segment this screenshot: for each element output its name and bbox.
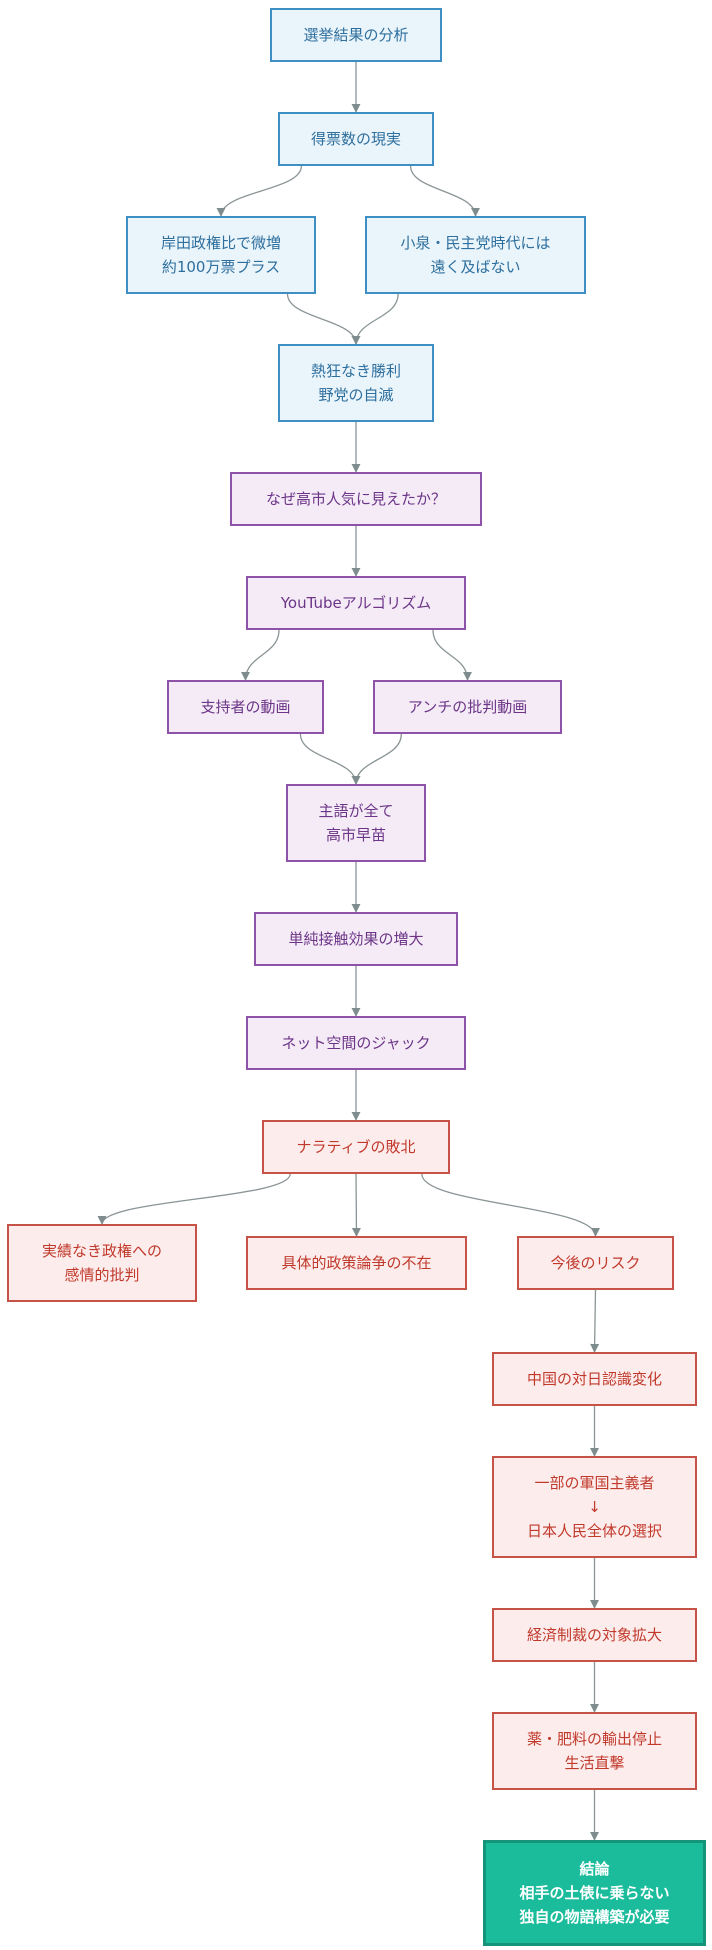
edge-n12c-n13 xyxy=(590,1289,600,1353)
node-why-popular: なぜ高市人気に見えたか？ xyxy=(230,472,482,526)
node-supporter-videos: 支持者の動画 xyxy=(167,680,324,734)
edge-n7a-n8 xyxy=(299,733,361,785)
node-mere-exposure: 単純接触効果の増大 xyxy=(254,912,458,966)
node-narrative-defeat: ナラティブの敗北 xyxy=(262,1120,450,1174)
edge-n11-n12b xyxy=(351,1173,361,1237)
edge-n6-n7a xyxy=(240,629,280,681)
node-net-hijack: ネット空間のジャック xyxy=(246,1016,466,1070)
node-youtube-algorithm: YouTubeアルゴリズム xyxy=(246,576,466,630)
node-subject-takaichi: 主語が全て 高市早苗 xyxy=(286,784,426,862)
edge-n3a-n4 xyxy=(286,293,361,345)
edge-n2-n3b xyxy=(409,165,481,217)
node-future-risk: 今後のリスク xyxy=(517,1236,674,1290)
edge-n6-n7b xyxy=(432,629,473,681)
node-militarist-to-people: 一部の軍国主義者 ↓ 日本人民全体の選択 xyxy=(492,1456,697,1558)
node-koizumi-comparison: 小泉・民主党時代には 遠く及ばない xyxy=(365,216,586,294)
node-export-stop: 薬・肥料の輸出停止 生活直撃 xyxy=(492,1712,697,1790)
node-anti-critical-videos: アンチの批判動画 xyxy=(373,680,562,734)
node-victory-without-enthusiasm: 熱狂なき勝利 野党の自滅 xyxy=(278,344,434,422)
edge-n7b-n8 xyxy=(351,733,402,785)
edge-n2-n3a xyxy=(216,165,303,217)
edge-n11-n12c xyxy=(421,1173,601,1237)
edge-n3b-n4 xyxy=(351,293,399,345)
node-election-analysis: 選挙結果の分析 xyxy=(270,8,442,62)
node-sanctions-expand: 経済制裁の対象拡大 xyxy=(492,1608,697,1662)
node-conclusion: 結論 相手の土俵に乗らない 独自の物語構築が必要 xyxy=(483,1840,706,1946)
node-vote-reality: 得票数の現実 xyxy=(278,112,434,166)
edge-n11-n12a xyxy=(97,1173,291,1225)
node-china-perception: 中国の対日認識変化 xyxy=(492,1352,697,1406)
node-no-policy-debate: 具体的政策論争の不在 xyxy=(246,1236,467,1290)
node-kishida-comparison: 岸田政権比で微増 約100万票プラス xyxy=(126,216,316,294)
node-emotional-criticism: 実績なき政権への 感情的批判 xyxy=(7,1224,197,1302)
